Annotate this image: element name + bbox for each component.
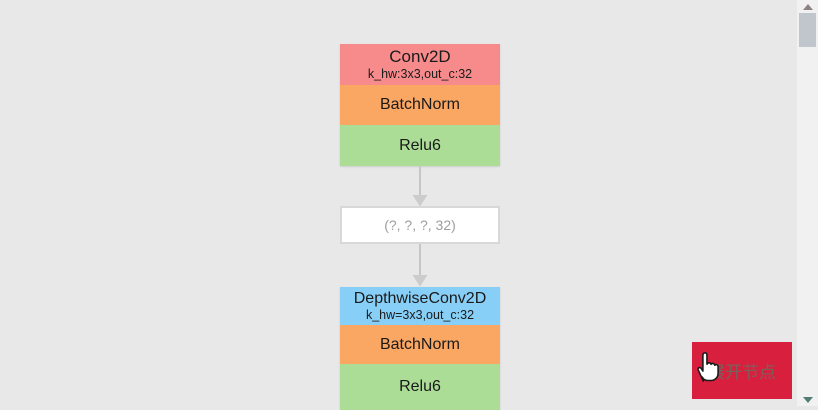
tensor-shape-node[interactable]: (?, ?, ?, 32) [340,206,500,244]
node-conv-block[interactable]: Conv2D k_hw:3x3,out_c:32 BatchNorm Relu6 [340,44,500,166]
scrollbar-thumb[interactable] [799,13,816,47]
layer-relu6[interactable]: Relu6 [340,125,500,166]
expand-node-button-label: 展开节点 [708,363,776,382]
vertical-scrollbar [797,0,818,406]
layer-batchnorm[interactable]: BatchNorm [340,85,500,125]
arrowhead-icon [412,195,428,207]
layer-label: Relu6 [399,136,441,154]
scroll-up-icon[interactable] [802,4,813,10]
tensor-shape-label: (?, ?, ?, 32) [384,217,456,233]
layer-batchnorm[interactable]: BatchNorm [340,325,500,364]
layer-title: DepthwiseConv2D [353,290,487,307]
layer-relu6[interactable]: Relu6 [340,364,500,410]
layer-depthwise-conv2d[interactable]: DepthwiseConv2D k_hw=3x3,out_c:32 [340,287,500,325]
layer-subtitle: k_hw:3x3,out_c:32 [367,67,473,81]
arrowhead-icon [412,275,428,287]
edge-tensor-to-depthwise [412,244,428,287]
layer-title: Conv2D [389,47,451,66]
expand-node-button[interactable]: 展开节点 [692,342,792,399]
graph-canvas: Conv2D k_hw:3x3,out_c:32 BatchNorm Relu6… [340,44,500,410]
scroll-down-icon[interactable] [802,397,813,403]
edge-conv-to-tensor [412,166,428,207]
layer-label: BatchNorm [379,335,461,353]
layer-label: Relu6 [399,378,441,395]
layer-conv2d[interactable]: Conv2D k_hw:3x3,out_c:32 [340,44,500,85]
layer-label: BatchNorm [379,96,461,113]
layer-subtitle: k_hw=3x3,out_c:32 [365,308,475,322]
node-depthwise-conv-block[interactable]: DepthwiseConv2D k_hw=3x3,out_c:32 BatchN… [340,287,500,410]
